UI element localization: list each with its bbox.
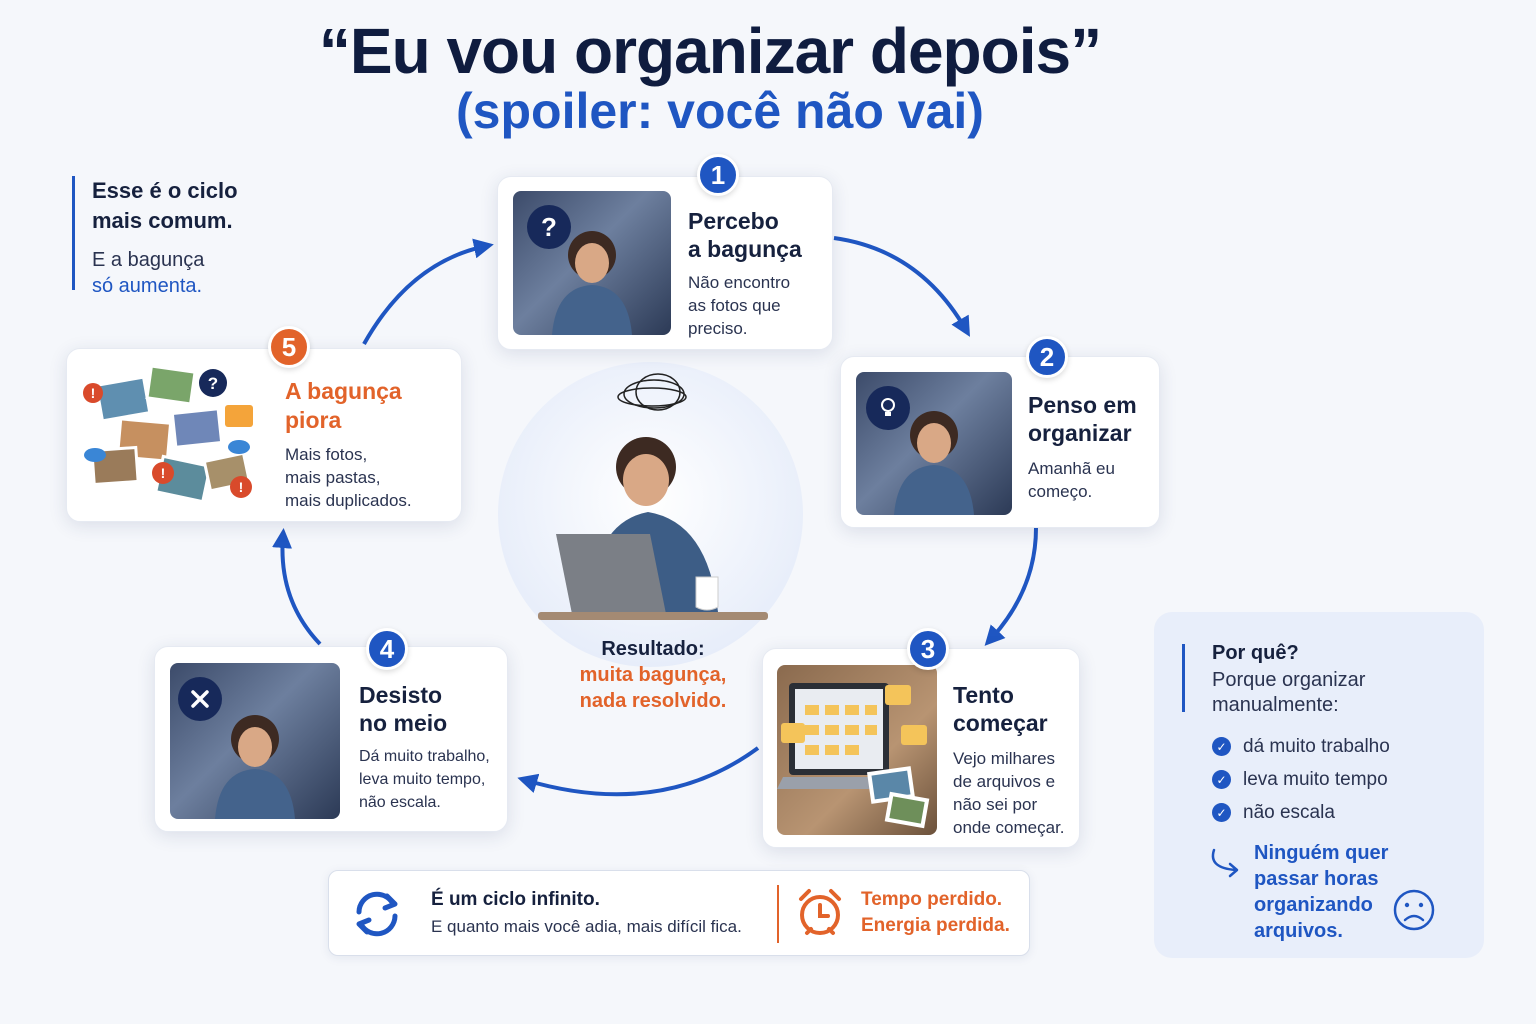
step-1-desc-1: Não encontro [688,273,791,292]
step-1-desc-3: preciso. [688,319,748,338]
svg-text:!: ! [161,465,166,481]
why-answer: Porque organizar manualmente: [1212,669,1366,716]
why-reason-item: ✓ não escala [1212,796,1390,829]
step-5-desc-2: mais pastas, [285,468,381,487]
step-card-4: Desisto no meio Dá muito trabalho, leva … [154,646,508,832]
page-title: “Eu vou organizar depois” [318,15,1102,87]
step-4-desc-1: Dá muito trabalho, [359,748,490,765]
step-4-desc-3: não escala. [359,794,441,811]
lightbulb-icon [866,386,910,430]
cycle-summary-title: É um ciclo infinito. [431,889,600,910]
why-reason-item: ✓ dá muito trabalho [1212,730,1390,763]
svg-text:!: ! [239,479,244,495]
intro-line-1: Esse é o ciclo [92,178,238,203]
step-2-title-2: organizar [1028,420,1132,446]
arrow-1-to-2 [833,236,970,337]
step-1-title-1: Percebo [688,208,779,234]
step-3-title-2: começar [953,710,1048,736]
step-3-desc-3: não sei por [953,795,1038,814]
step-card-1: ? Percebo a bagunça Não encontro as foto… [497,176,833,350]
svg-text:?: ? [208,374,218,393]
intro-line-2: mais comum. [92,208,233,233]
step-3-desc-4: onde começar. [953,818,1065,837]
why-reasons-list: ✓ dá muito trabalho ✓ leva muito tempo ✓ nã… [1212,730,1390,829]
laptop-files-icon [777,683,930,829]
arrow-3-to-4 [517,746,760,797]
why-reason-item: ✓ leva muito tempo [1212,763,1390,796]
photos-pile-icon: ! ! ! ? [83,364,253,504]
intro-line-3: E a bagunça [92,249,205,271]
close-icon [178,677,222,721]
step-3-photo [777,665,937,835]
result-value-2: nada resolvido. [579,690,727,712]
step-card-5: ! ! ! ? A bagunça piora Mais fotos, mais… [66,348,462,522]
step-badge-1: 1 [697,154,739,196]
step-4-title-1: Desisto [359,682,443,708]
step-3-title-1: Tento [953,682,1014,708]
step-2-desc-1: Amanhã eu [1028,459,1115,478]
summary-divider [777,885,779,943]
svg-text:!: ! [91,385,96,401]
step-badge-4: 4 [366,628,408,670]
time-lost-label: Tempo perdido. [861,889,1003,910]
sad-face-icon [1393,889,1435,931]
step-2-desc-2: começo. [1028,482,1093,501]
why-note: Ninguém quer passar horas organizando ar… [1254,842,1389,942]
why-reason-text: leva muito tempo [1243,768,1388,790]
step-card-3: Tento começar Vejo milhares de arquivos … [762,648,1080,848]
step-4-photo [170,663,340,819]
step-3-desc-1: Vejo milhares [953,749,1056,768]
step-4-desc-2: leva muito tempo, [359,771,486,788]
step-badge-5: 5 [268,326,310,368]
why-question: Por quê? [1212,642,1299,664]
step-5-title-2: piora [285,407,342,433]
intro-line-4: só aumenta. [92,275,203,297]
page-subtitle: (spoiler: você não vai) [456,83,984,139]
tired-person-icon [538,373,768,620]
arrow-2-to-3 [984,527,1038,646]
check-icon: ✓ [1212,737,1231,756]
curved-arrow-icon [1211,848,1239,878]
cycle-summary-bar: É um ciclo infinito. E quanto mais você … [328,870,1030,956]
energy-lost-label: Energia perdida. [861,915,1010,936]
check-icon: ✓ [1212,770,1231,789]
step-1-title-2: a bagunça [688,236,802,262]
step-4-title-2: no meio [359,710,448,736]
step-badge-2: 2 [1026,336,1068,378]
question-icon: ? [527,205,571,249]
step-5-desc-3: mais duplicados. [285,491,412,510]
center-illustration [498,362,803,667]
step-3-desc-2: de arquivos e [953,772,1056,791]
arrow-4-to-5 [272,528,322,646]
step-5-title-1: A bagunça [285,378,402,404]
step-2-title-1: Penso em [1028,392,1137,418]
why-reason-text: dá muito trabalho [1243,735,1390,757]
step-1-photo: ? [513,191,671,335]
result-value-1: muita bagunça, [579,664,727,686]
cycle-summary-text: E quanto mais você adia, mais difícil fi… [431,917,742,936]
step-2-photo [856,372,1012,515]
step-card-2: Penso em organizar Amanhã eu começo. [840,356,1160,528]
arrow-5-to-1 [362,238,494,345]
result-label: Resultado: [601,638,705,660]
why-panel: Por quê? Porque organizar manualmente: ✓… [1154,612,1484,958]
step-5-desc-1: Mais fotos, [285,445,368,464]
refresh-cycle-icon [356,891,398,937]
why-reason-text: não escala [1243,801,1335,823]
why-accent-bar [1182,644,1185,712]
step-1-desc-2: as fotos que [688,296,781,315]
intro-note: Esse é o ciclo mais comum. E a bagunça s… [72,176,302,297]
check-icon: ✓ [1212,803,1231,822]
step-badge-3: 3 [907,628,949,670]
alarm-clock-icon [799,889,841,935]
